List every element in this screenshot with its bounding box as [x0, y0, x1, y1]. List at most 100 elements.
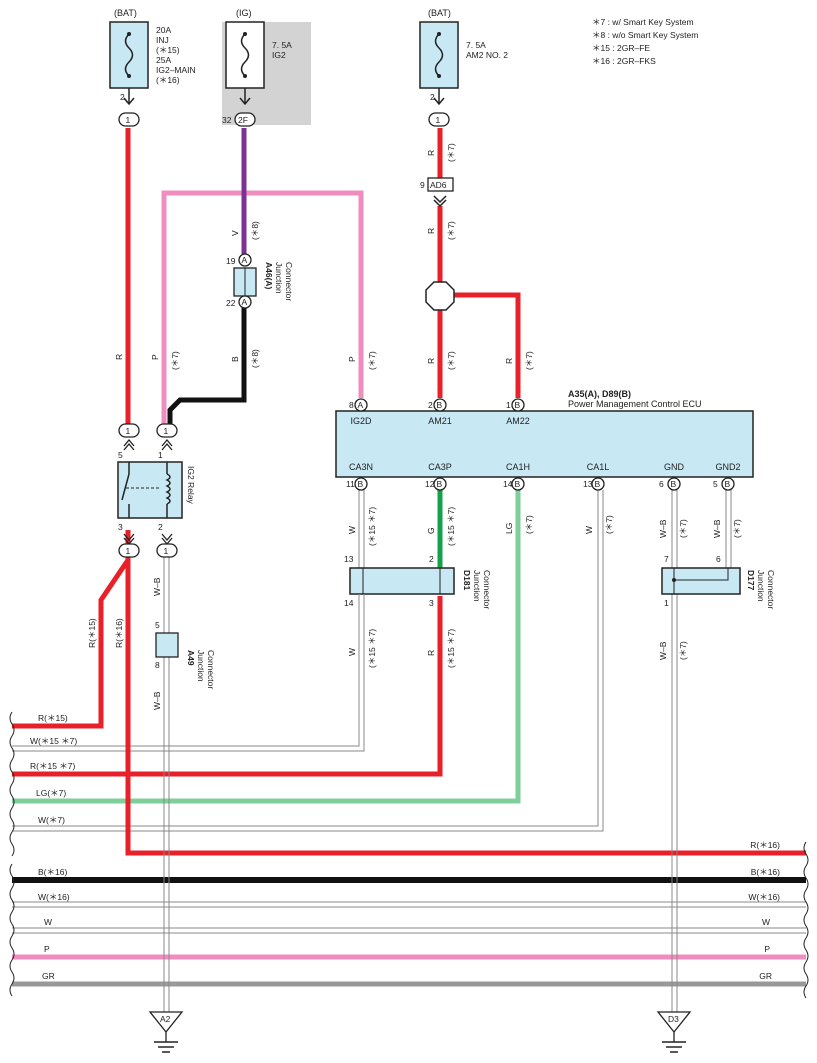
- wire-label: (＊8): [250, 349, 260, 368]
- fuse-ig-rating: 7. 5A: [272, 40, 292, 50]
- wire-label: (＊7): [524, 351, 534, 370]
- pin-circle: [354, 477, 368, 491]
- pin-circle: [667, 477, 681, 491]
- bus-wires: [12, 488, 806, 987]
- bus-labels-right: R(＊16) B(＊16) W(＊16) W P GR: [748, 840, 780, 981]
- pin-number: 11: [346, 479, 355, 489]
- pin-number: 2: [428, 400, 433, 410]
- pin-number: 7: [664, 554, 669, 564]
- wire-label: (＊7): [446, 351, 456, 370]
- wire-label: P: [150, 354, 160, 360]
- bus-label: LG(＊7): [36, 788, 66, 798]
- wire-label: W: [584, 526, 594, 534]
- connector-ad6: 9 AD6: [420, 177, 454, 208]
- wire-label: W–B: [152, 577, 162, 596]
- pin-number: 5: [713, 479, 718, 489]
- ground-label: D3: [668, 1014, 679, 1024]
- wire-label: B: [230, 356, 240, 362]
- d181-id: D181: [462, 570, 472, 591]
- ground-d3: D3: [656, 1011, 692, 1053]
- d177-name-2: Connector: [766, 570, 776, 609]
- fuse-right-rating: 7. 5A: [466, 40, 486, 50]
- wire-label: R(＊15): [87, 618, 97, 648]
- wire-label: W–B: [712, 519, 722, 538]
- pin-circle: [591, 477, 605, 491]
- connector-label: B: [595, 479, 601, 489]
- wire-label: W–B: [658, 519, 668, 538]
- d181-name-2: Connector: [482, 570, 492, 609]
- bus-label: R(＊15 ＊7): [30, 761, 76, 771]
- pin-circle: [433, 477, 447, 491]
- wire-label: (＊7): [604, 515, 614, 534]
- a46-name-2: Connector: [284, 262, 294, 301]
- connector-label: A: [242, 297, 248, 307]
- wire-labels: R P (＊7) V (＊8) B (＊8) P (＊7) R (＊7) R (…: [87, 143, 742, 710]
- pin-number: 5: [155, 620, 160, 630]
- d177-id: D177: [746, 570, 756, 591]
- junction-d181: 13 2 14 3 D181 Junction Connector: [344, 554, 492, 609]
- wire-label: G: [426, 527, 436, 534]
- wire-label: R: [426, 358, 436, 364]
- connector-label: B: [358, 479, 364, 489]
- junction-d177: 7 6 1 D177 Junction Connector: [661, 554, 776, 609]
- pin-number: 3: [429, 598, 434, 608]
- bus-label: GR: [42, 971, 55, 981]
- bus-label: R(＊16): [750, 840, 780, 850]
- ground-label: A2: [160, 1014, 171, 1024]
- pin-number: 9: [420, 180, 425, 190]
- wire-label: (＊15 ＊7): [446, 507, 456, 546]
- connector-label: 1: [436, 115, 441, 125]
- legend: ＊7 : w/ Smart Key System ＊8 : w/o Smart …: [592, 17, 698, 66]
- connector-label: B: [725, 479, 731, 489]
- connector-label: B: [515, 400, 521, 410]
- bus-label: P: [764, 944, 770, 954]
- bus-label: W(＊16): [748, 892, 780, 902]
- wire-label: (＊7): [678, 641, 688, 660]
- bus-label: W(＊15 ＊7): [30, 736, 77, 746]
- a46-id: A46(A): [264, 262, 274, 290]
- a46-name-1: Junction: [274, 262, 284, 294]
- wire-label: (＊15 ＊7): [446, 629, 456, 668]
- wire-label: W–B: [658, 641, 668, 660]
- pin-number: 19: [226, 256, 236, 266]
- connector-label: 2F: [238, 115, 248, 125]
- wire-label: R: [426, 650, 436, 656]
- wire-label: R: [426, 150, 436, 156]
- connector-label: 1: [126, 546, 131, 556]
- wire-label: (＊15 ＊7): [367, 629, 377, 668]
- pin-circle: [433, 398, 447, 412]
- wire-label: (＊7): [446, 143, 456, 162]
- connector-label: B: [671, 479, 677, 489]
- wire-label: P: [347, 356, 357, 362]
- ecu-terminal-name: GND: [664, 462, 685, 472]
- ecu-id: A35(A), D89(B): [568, 389, 631, 399]
- wire-label: (＊15 ＊7): [367, 507, 377, 546]
- ecu-terminal-name: IG2D: [350, 416, 372, 426]
- left-break-marks: [9, 711, 15, 997]
- bus-label: P: [44, 944, 50, 954]
- wire-label: LG: [504, 523, 514, 534]
- ecu-terminal-name: CA3P: [428, 462, 452, 472]
- pin-number: 1: [664, 598, 669, 608]
- connector-label: B: [437, 400, 443, 410]
- ecu-name: Power Management Control ECU: [568, 399, 702, 409]
- pin-number: 2: [120, 92, 125, 102]
- wire-label: (＊7): [732, 519, 742, 538]
- ecu-terminal-name: GND2: [715, 462, 740, 472]
- pin-number: 1: [506, 400, 511, 410]
- a49-name-2: Connector: [206, 650, 216, 689]
- legend-line-7: ＊7 : w/ Smart Key System: [592, 17, 694, 27]
- a49-name-1: Junction: [196, 650, 206, 682]
- wire-label: (＊7): [678, 519, 688, 538]
- d177-name-1: Junction: [756, 570, 766, 602]
- a49-id: A49: [186, 650, 196, 666]
- connector-label: B: [515, 479, 521, 489]
- wire-label: (＊7): [524, 515, 534, 534]
- wire-label: (＊7): [367, 351, 377, 370]
- pin-number: 2: [429, 554, 434, 564]
- fuse-ig-source: (IG): [236, 8, 252, 18]
